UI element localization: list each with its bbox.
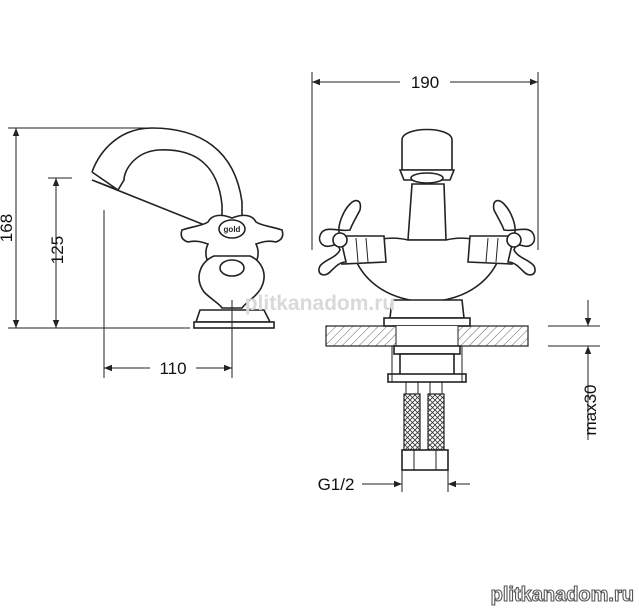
dim-label-max30: max30 [581, 384, 600, 435]
front-view [311, 72, 600, 492]
dim-label-190: 190 [411, 73, 439, 92]
dim-label-thread: G1/2 [318, 475, 355, 494]
dim-label-110: 110 [159, 359, 186, 378]
side-body [198, 255, 265, 309]
handle-badge-text: gold [224, 225, 241, 234]
dim-label-168: 168 [0, 214, 16, 242]
watermark-corner: plitkanadom.ru [491, 584, 634, 606]
side-spout [91, 127, 243, 234]
dim-label-125: 125 [48, 236, 67, 264]
side-view [8, 127, 284, 378]
front-spout-head [401, 128, 453, 171]
hose-left [403, 393, 421, 451]
hose-right [427, 393, 445, 451]
watermark-center: plitkanadom.ru [245, 292, 396, 315]
